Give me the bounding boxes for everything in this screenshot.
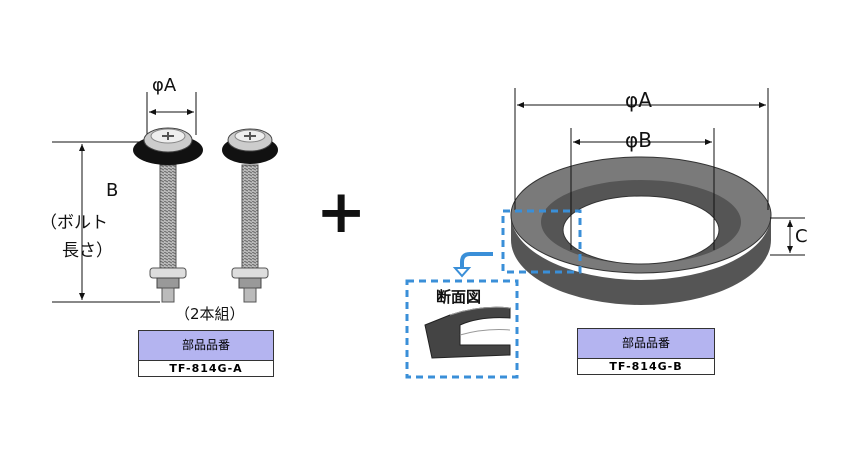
section-view-label: 断面図 [436,288,482,306]
plus-sign: + [316,177,367,247]
bolt-dim-b-label: B [106,180,119,201]
quantity-note: （2本組） [175,305,245,323]
bolt-left [133,127,203,303]
arrow-icon [460,252,493,270]
gasket-dim-a-label: φA [625,88,652,112]
gasket-dimension-c [770,217,805,256]
bolt-dim-a-label: φA [152,75,177,96]
gasket-dim-b-label: φB [625,128,652,152]
gasket-ring [510,156,772,305]
section-view-box [405,279,519,379]
gasket-dimension-a [514,88,769,210]
bolt-right [222,128,278,303]
bolt-length-note-2: 長さ） [62,241,113,261]
bolt-dimension-a [146,92,197,135]
gasket-dim-c-label: C [795,226,808,247]
bolt-dimension-b [52,141,160,303]
bolt-part-number-table: 部品品番 TF-814G-A [138,330,274,377]
part-number: TF-814G-B [578,359,714,374]
table-header: 部品品番 [578,329,714,359]
bolt-length-note-1: （ボルト [40,213,108,233]
section-callout-box [501,209,582,274]
table-header: 部品品番 [139,331,273,361]
section-profile [424,306,511,359]
part-number: TF-814G-A [139,361,273,376]
gasket-part-number-table: 部品品番 TF-814G-B [577,328,715,375]
gasket-dimension-b [570,128,715,250]
